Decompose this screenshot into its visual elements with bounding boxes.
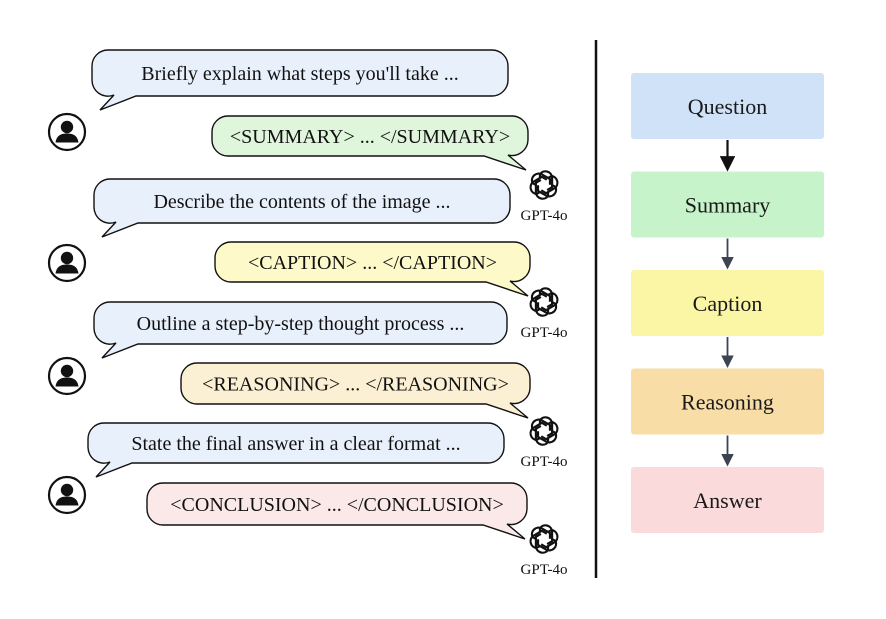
stage-label: Reasoning — [681, 390, 774, 415]
bubble-text: <REASONING> ... </REASONING> — [202, 374, 509, 396]
stage-box-summary: Summary — [631, 171, 824, 238]
openai-logo-icon — [528, 525, 560, 553]
user-message: State the final answer in a clear format… — [87, 422, 505, 478]
speech-bubble — [180, 362, 531, 419]
user-avatar-icon — [47, 112, 87, 152]
stage-box-answer: Answer — [631, 467, 824, 533]
bubble-text: State the final answer in a clear format… — [131, 433, 460, 455]
speech-bubble — [91, 49, 509, 111]
speech-bubble — [87, 422, 505, 478]
bubble-text: Describe the contents of the image ... — [153, 191, 450, 213]
user-message: Describe the contents of the image ... — [93, 178, 511, 238]
openai-logo-icon — [528, 417, 560, 445]
stage-box-fill — [631, 467, 824, 533]
user-message: Outline a step-by-step thought process .… — [93, 301, 508, 359]
speech-bubble — [93, 301, 508, 359]
stage-box-caption: Caption — [631, 270, 824, 336]
user-avatar-icon — [47, 243, 87, 283]
openai-logo-icon — [528, 288, 560, 316]
assistant-message: <CONCLUSION> ... </CONCLUSION> — [146, 482, 528, 540]
bubble-text: <SUMMARY> ... </SUMMARY> — [230, 126, 510, 148]
user-avatar-icon — [47, 475, 87, 515]
stage-label: Caption — [693, 291, 763, 316]
assistant-message: <SUMMARY> ... </SUMMARY> — [211, 115, 529, 171]
assistant-message: <CAPTION> ... </CAPTION> — [214, 241, 531, 297]
speech-bubble — [211, 115, 529, 171]
bubble-text: <CAPTION> ... </CAPTION> — [248, 252, 497, 274]
speech-bubble — [93, 178, 511, 238]
user-message: Briefly explain what steps you'll take .… — [91, 49, 509, 111]
chat-column: Briefly explain what steps you'll take .… — [47, 49, 568, 578]
speech-bubble — [146, 482, 528, 540]
bubble-text: Outline a step-by-step thought process .… — [137, 313, 465, 335]
speech-bubble — [214, 241, 531, 297]
user-avatar-icon — [47, 356, 87, 396]
assistant-label: GPT-4o — [521, 325, 568, 341]
assistant-message: <REASONING> ... </REASONING> — [180, 362, 531, 419]
stage-label: Question — [688, 94, 767, 119]
bubble-text: Briefly explain what steps you'll take .… — [141, 63, 458, 85]
stage-box-reasoning: Reasoning — [631, 368, 824, 435]
stage-box-fill — [631, 73, 824, 139]
assistant-label: GPT-4o — [521, 454, 568, 470]
assistant-label: GPT-4o — [521, 562, 568, 578]
stage-box-question: Question — [631, 73, 824, 139]
bubble-text: <CONCLUSION> ... </CONCLUSION> — [170, 494, 503, 516]
stage-label: Summary — [685, 193, 771, 218]
stage-label: Answer — [693, 488, 762, 513]
openai-logo-icon — [528, 171, 560, 199]
assistant-label: GPT-4o — [521, 208, 568, 224]
stage-box-fill — [631, 368, 824, 435]
stage-box-fill — [631, 171, 824, 238]
stage-box-fill — [631, 270, 824, 336]
